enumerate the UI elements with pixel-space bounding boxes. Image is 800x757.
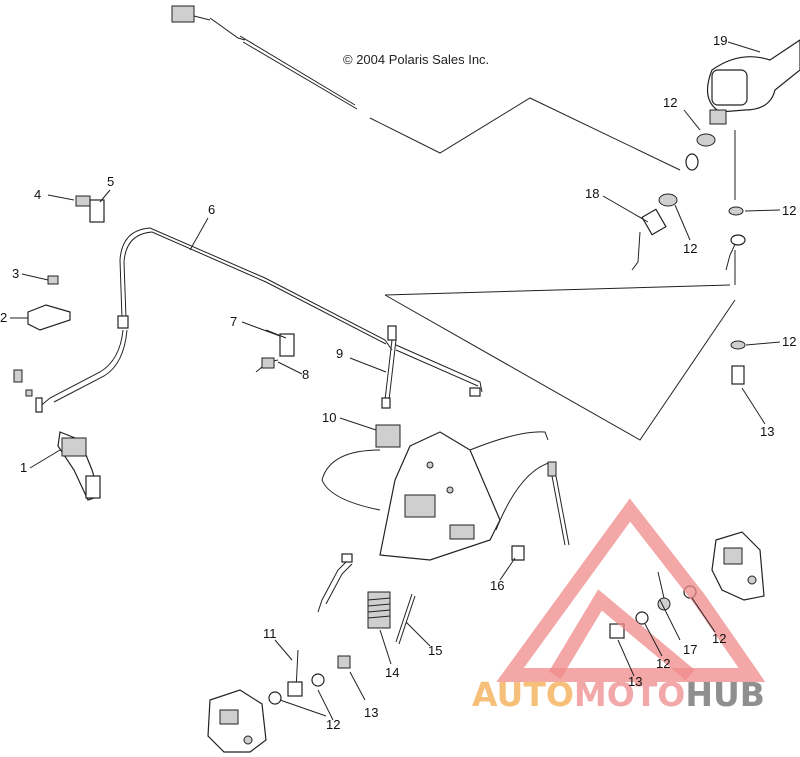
front-caliper [609, 531, 765, 639]
top-connector [171, 5, 358, 110]
callout-4: 4 [34, 187, 41, 202]
brake-line [37, 227, 393, 409]
rear-caliper [207, 689, 267, 753]
master-cylinder [685, 39, 800, 171]
callout-12: 12 [656, 656, 670, 671]
callout-12: 12 [663, 95, 677, 110]
left-parts [13, 195, 295, 501]
callout-16: 16 [490, 578, 504, 593]
callout-3: 3 [12, 266, 19, 281]
callout-13: 13 [364, 705, 378, 720]
callout-19: 19 [713, 33, 727, 48]
callout-13: 13 [760, 424, 774, 439]
brake-hose [381, 325, 483, 409]
callout-6: 6 [208, 202, 215, 217]
callout-11: 11 [263, 626, 277, 641]
brake-switch [631, 193, 746, 385]
callout-7: 7 [230, 314, 237, 329]
callout-5: 5 [107, 174, 114, 189]
callout-13: 13 [628, 674, 642, 689]
callout-14: 14 [385, 665, 399, 680]
right-cable [511, 461, 570, 561]
watermark-text: AUTOMOTOHUB [472, 675, 765, 714]
callout-12: 12 [326, 717, 340, 732]
copyright-text: © 2004 Polaris Sales Inc. [343, 52, 489, 67]
callout-2: 2 [0, 310, 7, 325]
spring [367, 591, 416, 645]
callout-8: 8 [302, 367, 309, 382]
callout-1: 1 [20, 460, 27, 475]
callout-12: 12 [782, 334, 796, 349]
callout-9: 9 [336, 346, 343, 361]
callout-12: 12 [683, 241, 697, 256]
leader-lines [10, 41, 781, 721]
callout-15: 15 [428, 643, 442, 658]
reference-lines [369, 97, 736, 441]
callout-12: 12 [712, 631, 726, 646]
callout-18: 18 [585, 186, 599, 201]
callout-labels: 19 12 18 12 12 12 13 4 5 3 2 1 6 7 8 9 1… [0, 33, 796, 732]
callout-10: 10 [322, 410, 336, 425]
callout-17: 17 [683, 642, 697, 657]
watermark-logo: AUTOMOTOHUB [472, 498, 766, 714]
lower-cable [268, 553, 353, 705]
callout-12: 12 [782, 203, 796, 218]
center-bracket [321, 424, 553, 561]
